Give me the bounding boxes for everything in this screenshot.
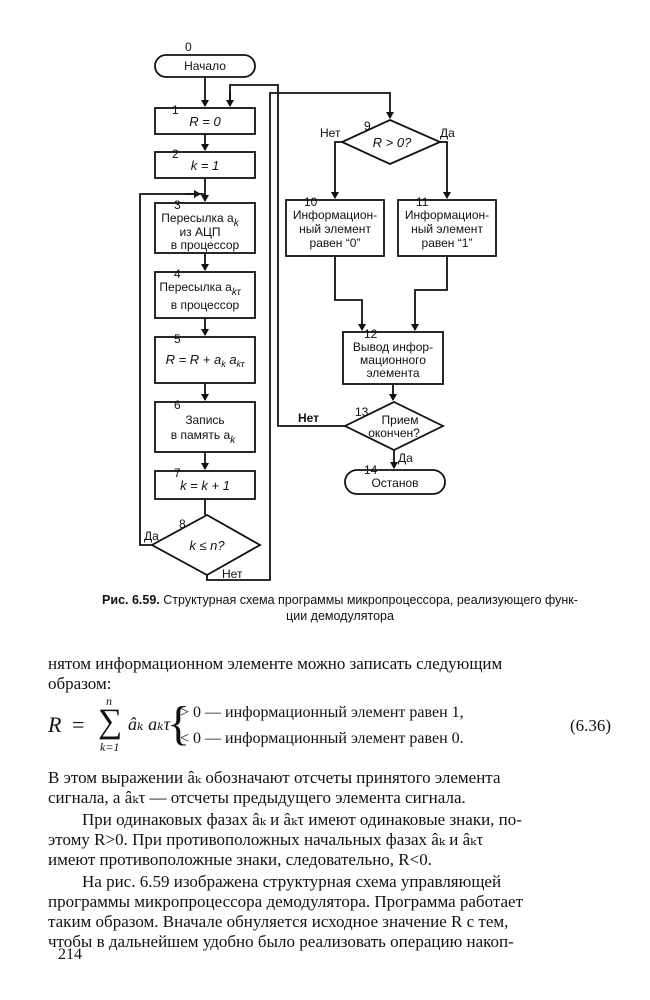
num-4: 4 bbox=[174, 267, 181, 281]
label-12-line1: Вывод инфор- bbox=[353, 340, 433, 354]
label-10-line3: равен “0” bbox=[310, 236, 361, 250]
caption-text: Структурная схема программы микропроцесс… bbox=[163, 593, 578, 607]
num-0: 0 bbox=[185, 40, 192, 54]
num-8: 8 bbox=[179, 517, 186, 531]
text-line: В этом выражении âₖ обозначают отсчеты п… bbox=[48, 768, 501, 787]
branch-9-yes: Да bbox=[440, 126, 455, 140]
label-11-line1: Информацион- bbox=[405, 208, 489, 222]
page-number: 214 bbox=[58, 946, 82, 963]
stop-terminal bbox=[344, 469, 446, 495]
label-3-line1: Пересылка ak bbox=[161, 211, 239, 229]
label-10-line2: ный элемент bbox=[299, 222, 371, 236]
num-1: 1 bbox=[172, 103, 179, 117]
label-4-line2: в процессор bbox=[171, 298, 240, 312]
flowchart: 0 1 2 3 4 5 6 7 8 9 10 11 12 13 14 Начал… bbox=[139, 40, 497, 581]
label-13-line2: окончен? bbox=[368, 426, 420, 440]
sum-upper: n bbox=[106, 694, 112, 708]
num-14: 14 bbox=[364, 463, 378, 477]
label-stop: Останов bbox=[371, 476, 418, 490]
label-11-line3: равен “1” bbox=[422, 236, 473, 250]
formula-number: (6.36) bbox=[570, 716, 612, 735]
label-2: k = 1 bbox=[191, 158, 220, 173]
sum-lower: k=1 bbox=[100, 740, 120, 754]
label-6-line2: в память ak bbox=[171, 428, 236, 446]
decision-9 bbox=[339, 119, 443, 165]
formula-terms: âₖ aₖτ bbox=[128, 714, 171, 734]
label-4-line1: Пересылка akτ bbox=[159, 280, 241, 298]
label-9: R > 0? bbox=[373, 135, 412, 150]
text-line: таким образом. Вначале обнуляется исходн… bbox=[48, 912, 509, 931]
caption-text-2: ции демодулятора bbox=[286, 609, 394, 623]
branch-13-no: Нет bbox=[298, 411, 319, 425]
label-13-line1: Прием bbox=[382, 413, 419, 427]
num-13: 13 bbox=[355, 405, 369, 419]
text-line: программы микропроцессора демодулятора. … bbox=[48, 892, 524, 911]
text-line: чтобы в дальнейшем удобно было реализова… bbox=[48, 932, 514, 951]
figure-caption: Рис. 6.59. Структурная схема программы м… bbox=[60, 592, 620, 624]
num-6: 6 bbox=[174, 398, 181, 412]
text-line: этому R>0. При противоположных начальных… bbox=[48, 830, 484, 849]
label-3-line3: в процессор bbox=[171, 238, 240, 252]
num-3: 3 bbox=[174, 198, 181, 212]
label-12-line3: элемента bbox=[366, 366, 419, 380]
brace: { bbox=[167, 697, 191, 750]
label-11-line2: ный элемент bbox=[411, 222, 483, 236]
caption-label: Рис. 6.59. bbox=[102, 593, 160, 607]
num-9: 9 bbox=[364, 119, 371, 133]
formula-case-1: > 0 — информационный элемент равен 1, bbox=[180, 704, 464, 721]
block-6 bbox=[154, 401, 256, 453]
num-11: 11 bbox=[416, 195, 429, 209]
text-line: нятом информационном элементе можно запи… bbox=[48, 654, 503, 673]
num-2: 2 bbox=[172, 147, 179, 161]
label-1: R = 0 bbox=[189, 114, 221, 129]
text-line: образом: bbox=[48, 674, 112, 693]
branch-13-yes: Да bbox=[398, 451, 413, 465]
text-line: При одинаковых фазах âₖ и âₖτ имеют один… bbox=[82, 810, 522, 829]
branch-9-no: Нет bbox=[320, 126, 341, 140]
text-line: сигнала, а âₖτ — отсчеты предыдущего эле… bbox=[48, 788, 466, 807]
formula-lhs: R bbox=[48, 712, 62, 737]
num-7: 7 bbox=[174, 466, 181, 480]
branch-8-no: Нет bbox=[222, 567, 243, 581]
formula-6-36: R = ∑ n k=1 âₖ aₖτ { > 0 — информационны… bbox=[48, 694, 628, 762]
label-7: k = k + 1 bbox=[180, 478, 230, 493]
text-line: На рис. 6.59 изображена структурная схем… bbox=[82, 872, 502, 891]
branch-8-yes: Да bbox=[144, 529, 159, 543]
label-5: R = R + ak akτ bbox=[166, 352, 245, 369]
label-12-line2: мационного bbox=[360, 353, 426, 367]
text-line: имеют противоположные знаки, следователь… bbox=[48, 850, 432, 869]
label-8: k ≤ n? bbox=[189, 538, 225, 553]
num-10: 10 bbox=[304, 195, 318, 209]
label-10-line1: Информацион- bbox=[293, 208, 377, 222]
label-3-line2: из АЦП bbox=[179, 225, 220, 239]
num-5: 5 bbox=[174, 332, 181, 346]
num-12: 12 bbox=[364, 327, 378, 341]
formula-eq: = bbox=[72, 712, 85, 737]
sum-sign: ∑ bbox=[98, 703, 123, 740]
label-6-line1: Запись bbox=[185, 413, 224, 427]
label-start: Начало bbox=[184, 59, 226, 73]
formula-case-2: < 0 — информационный элемент равен 0. bbox=[180, 730, 464, 747]
